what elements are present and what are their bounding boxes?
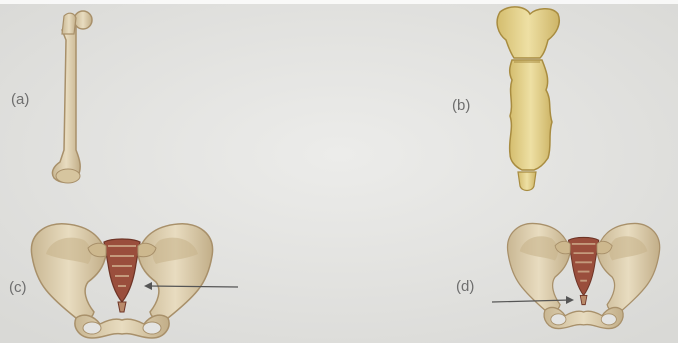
label-d: (d)	[456, 279, 474, 294]
label-c: (c)	[9, 280, 27, 295]
label-b: (b)	[452, 98, 470, 113]
label-a: (a)	[11, 92, 29, 107]
